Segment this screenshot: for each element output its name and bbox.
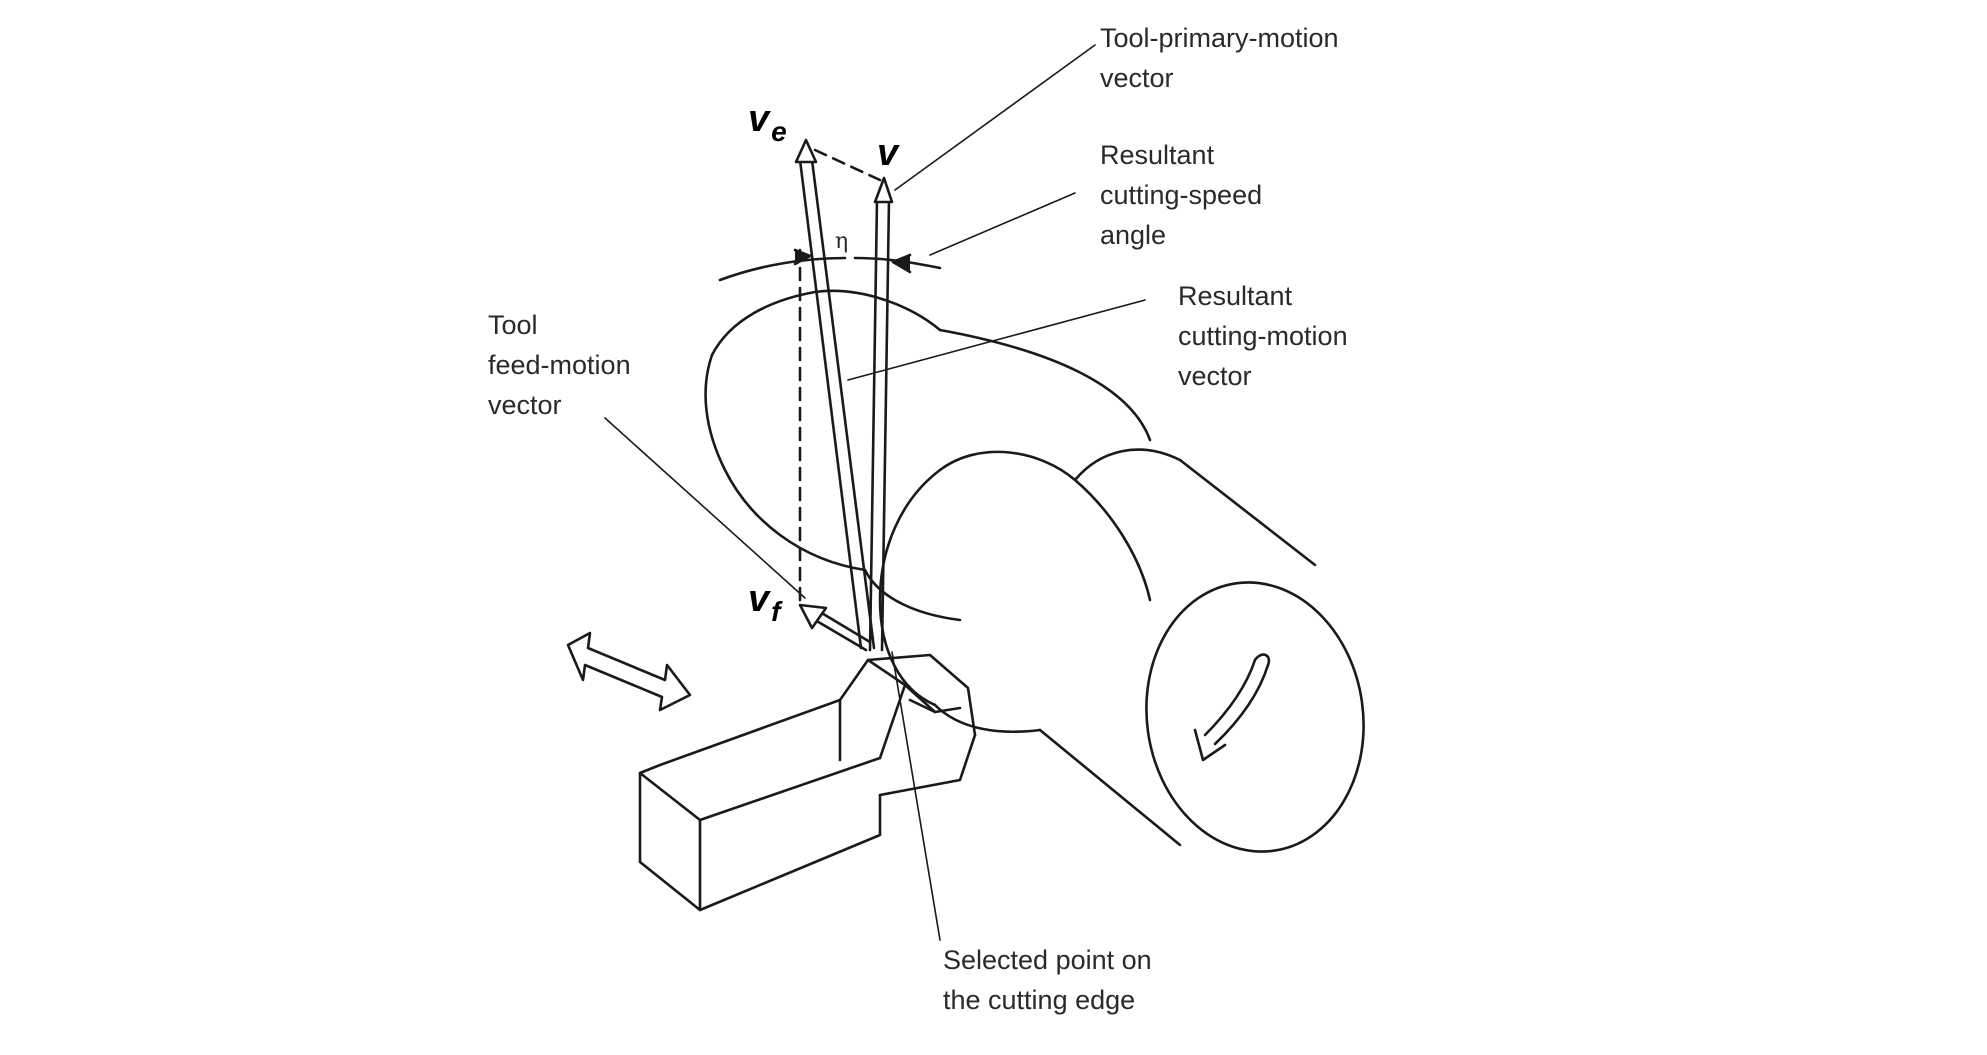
label-line: Resultant bbox=[1100, 140, 1215, 170]
label-line: Resultant bbox=[1178, 281, 1293, 311]
ve-vector-arrow bbox=[794, 138, 876, 650]
label-line: the cutting edge bbox=[943, 985, 1136, 1015]
feed-direction-arrow-icon bbox=[566, 631, 692, 712]
leader-lines bbox=[604, 44, 1146, 941]
v-symbol: v bbox=[877, 132, 898, 175]
vf-symbol-sub: f bbox=[771, 596, 781, 627]
workpiece-face-disc bbox=[704, 289, 1152, 622]
v-symbol-main: v bbox=[877, 132, 899, 174]
label-line: cutting-motion bbox=[1178, 321, 1348, 351]
vf-symbol: vf bbox=[748, 578, 780, 627]
label-line: cutting-speed bbox=[1100, 180, 1263, 210]
label-line: vector bbox=[1178, 361, 1252, 391]
eta-symbol: η bbox=[835, 229, 849, 254]
label-line: angle bbox=[1100, 220, 1167, 250]
ve-symbol-sub: e bbox=[771, 116, 787, 147]
eta-angle-arc bbox=[718, 248, 942, 282]
rotation-arrow-icon bbox=[1193, 653, 1271, 762]
tool-primary-motion-vector-label: Tool-primary-motion vector bbox=[1100, 18, 1339, 98]
ve-symbol-main: v bbox=[748, 98, 770, 140]
resultant-cutting-motion-vector-label: Resultant cutting-motion vector bbox=[1178, 276, 1348, 396]
cutting-tool bbox=[638, 653, 977, 912]
label-line: Selected point on bbox=[943, 945, 1152, 975]
construction-dashed-lines bbox=[798, 148, 882, 602]
label-line: feed-motion bbox=[488, 350, 631, 380]
vf-vector-arrow bbox=[798, 603, 872, 652]
label-line: vector bbox=[488, 390, 562, 420]
selected-point-label: Selected point on the cutting edge bbox=[943, 940, 1152, 1020]
vf-symbol-main: v bbox=[748, 578, 770, 620]
label-line: vector bbox=[1100, 63, 1174, 93]
ve-symbol: ve bbox=[748, 98, 787, 147]
workpiece-cylinder bbox=[878, 448, 1365, 853]
tool-feed-motion-vector-label: Tool feed-motion vector bbox=[488, 305, 631, 425]
label-line: Tool bbox=[488, 310, 538, 340]
resultant-cutting-speed-angle-label: Resultant cutting-speed angle bbox=[1100, 135, 1262, 255]
label-line: Tool-primary-motion bbox=[1100, 23, 1339, 53]
v-vector-arrow bbox=[868, 176, 894, 652]
